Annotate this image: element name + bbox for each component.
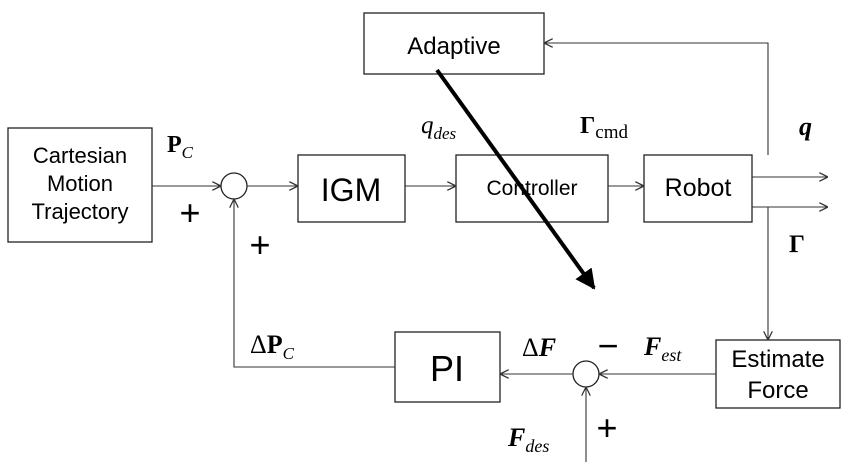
igm-block: IGM [297,154,406,223]
pi-label: PI [430,348,464,389]
cartesian-label-line2: Motion [47,171,113,196]
position-summing-junction [220,172,248,200]
delta-pc-label: ΔPC [250,330,295,363]
fest-label: Fest [643,332,682,365]
plus-sign-feedback: + [249,224,270,265]
controller-block: Controller [455,154,609,223]
cartesian-label-line1: Cartesian [33,143,127,168]
cartesian-trajectory-block: Cartesian Motion Trajectory [7,127,153,243]
qdes-label: qdes [421,112,457,143]
estimate-label-line1: Estimate [731,346,824,373]
controller-label: Controller [486,177,577,200]
adaptive-block: Adaptive [363,12,545,75]
gamma-cmd-label: Γcmd [580,113,628,143]
estimate-force-block: Estimate Force [715,339,841,409]
pc-label: PC [167,132,194,162]
q-output-label: q [799,112,812,141]
robot-block: Robot [643,154,753,223]
plus-sign-pc: + [179,192,200,233]
feedback-to-adaptive-arrow [544,43,769,155]
adaptive-label: Adaptive [407,33,500,60]
cartesian-label-line3: Trajectory [32,199,129,224]
adaptive-tuning-arrow [435,68,596,290]
igm-label: IGM [321,172,381,208]
estimate-label-line2: Force [747,377,808,404]
robot-label: Robot [665,174,732,202]
pi-block: PI [394,331,501,403]
delta-f-label: ΔF [522,333,556,362]
gamma-output-label: Γ [789,231,805,258]
minus-sign-fest: − [597,325,618,366]
force-summing-junction [572,360,600,388]
pi-to-position-sum-arrow [234,199,395,368]
plus-sign-fdes: + [596,407,617,448]
fdes-label: Fdes [507,423,549,456]
